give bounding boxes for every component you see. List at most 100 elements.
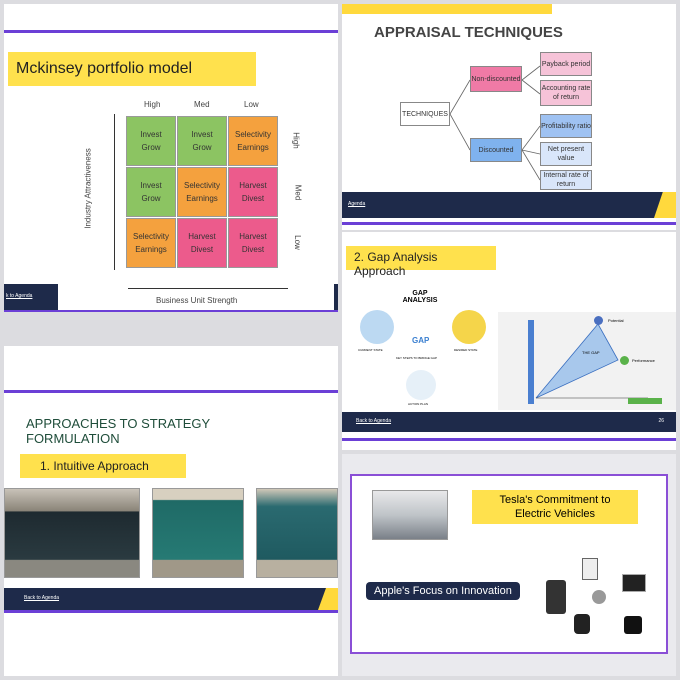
chart-y-bar	[528, 320, 534, 404]
cell-line: Divest	[241, 245, 265, 254]
cell-line: Grow	[141, 194, 161, 203]
cell-line: Grow	[192, 143, 212, 152]
gap-infographic: GAP ANALYSIS GAP CURRENT STATE DESIRED S…	[356, 282, 488, 410]
cell-line: Selectivity	[183, 181, 220, 190]
potential-label: Potential	[608, 318, 624, 323]
cell-line: Harvest	[239, 181, 267, 190]
cell-line: Selectivity	[132, 232, 169, 241]
apple-logo-icon	[592, 590, 606, 604]
tesla-photo	[372, 490, 448, 540]
col-header: Med	[194, 100, 210, 109]
tesla-label: Tesla's Commitment to Electric Vehicles	[472, 490, 638, 524]
footer-bar: Back to Agenda	[4, 588, 338, 610]
root-node: TECHNIQUES	[400, 102, 450, 126]
slide-title: 2. Gap Analysis Approach	[346, 246, 496, 278]
back-link[interactable]: k to Agenda	[6, 293, 33, 299]
slide-examples: Tesla's Commitment to Electric Vehicles …	[342, 454, 676, 676]
watch-icon	[574, 614, 590, 634]
slide-appraisal: APPRAISAL TECHNIQUES TECHNIQUES Non-disc…	[342, 4, 676, 230]
cell-line: Divest	[241, 194, 265, 203]
discounted-node: Discounted	[470, 138, 522, 162]
tv-box-icon	[624, 616, 642, 634]
col-header: Low	[244, 100, 259, 109]
col-header: High	[144, 100, 161, 109]
desired-state-icon	[452, 310, 486, 344]
leaf-node: Payback period	[540, 52, 592, 76]
bottom-line	[4, 310, 338, 312]
back-link[interactable]: Back to Agenda	[356, 418, 392, 424]
cell-line: Earnings	[237, 143, 269, 152]
bottom-line	[342, 222, 676, 225]
bottom-line	[342, 438, 676, 441]
footer-bar: Agenda	[342, 192, 676, 218]
performance-label: Performance	[632, 358, 655, 363]
row-header: Med	[293, 184, 303, 201]
cell-line: Selectivity	[234, 130, 271, 139]
monitor-icon	[622, 574, 646, 592]
cell-line: Invest	[191, 130, 213, 139]
frame: Tesla's Commitment to Electric Vehicles …	[350, 474, 668, 654]
current-state-icon	[360, 310, 394, 344]
gap-chart: Potential Performance THE GAP	[498, 312, 676, 410]
leaf-node: Accounting rate of return	[540, 80, 592, 106]
leaf-node: Profitability ratio	[540, 114, 592, 138]
cell-line: Invest	[140, 130, 162, 139]
action-label: ACTION PLAN	[408, 402, 429, 406]
shop-photo	[152, 488, 244, 578]
performance-dot	[620, 356, 629, 365]
leaf-node: Internal rate of return	[540, 170, 592, 190]
top-line	[4, 30, 338, 33]
cell-line: Grow	[141, 143, 161, 152]
current-label: CURRENT STATE	[358, 348, 383, 352]
cell-line: Harvest	[239, 232, 267, 241]
slide-title: APPROACHES TO STRATEGY FORMULATION	[26, 416, 210, 446]
tree-lines	[449, 65, 541, 181]
bottom-line	[4, 610, 338, 613]
y-axis-label: Industry Attractiveness	[83, 148, 93, 229]
tablet-icon	[582, 558, 598, 580]
cell-line: Invest	[140, 181, 162, 190]
chart-x-bar	[628, 398, 662, 404]
gap-title: GAP ANALYSIS	[402, 290, 438, 304]
leaf-node: Net present value	[540, 142, 592, 166]
footer-bar: k to Agenda	[4, 284, 58, 310]
potential-dot	[594, 316, 603, 325]
top-line	[4, 390, 338, 393]
row-header: Low	[292, 235, 302, 250]
desired-label: DESIRED STATE	[454, 348, 478, 352]
bridge-label: KEY STEPS TO BRIDGE GAP	[396, 356, 438, 360]
cafe-photo	[4, 488, 140, 578]
slide-mckinsey: Mckinsey portfolio model High Med Low Hi…	[4, 4, 338, 312]
the-gap-label: THE GAP	[582, 350, 600, 355]
title-tab	[342, 4, 552, 14]
non-discounted-node: Non-discounted	[470, 66, 522, 92]
page-title: APPRAISAL TECHNIQUES	[374, 24, 563, 41]
action-icon	[406, 370, 436, 400]
x-axis-label: Business Unit Strength	[156, 296, 238, 305]
storefront-photo	[256, 488, 338, 578]
back-link[interactable]: Back to Agenda	[24, 595, 60, 601]
cell-line: Harvest	[188, 232, 216, 241]
cell-line: Earnings	[135, 245, 167, 254]
phone-icon	[546, 580, 566, 614]
cell-line: Divest	[190, 245, 214, 254]
apple-label: Apple's Focus on Innovation	[366, 582, 520, 600]
footer-bar-right	[334, 284, 338, 310]
slide-subtitle: 1. Intuitive Approach	[20, 454, 186, 478]
x-axis-arrow	[128, 288, 288, 289]
back-link[interactable]: Agenda	[348, 201, 366, 207]
slide-gap: 2. Gap Analysis Approach GAP ANALYSIS GA…	[342, 232, 676, 450]
gap-label: GAP	[412, 336, 430, 345]
slide-title: Mckinsey portfolio model	[8, 52, 256, 86]
